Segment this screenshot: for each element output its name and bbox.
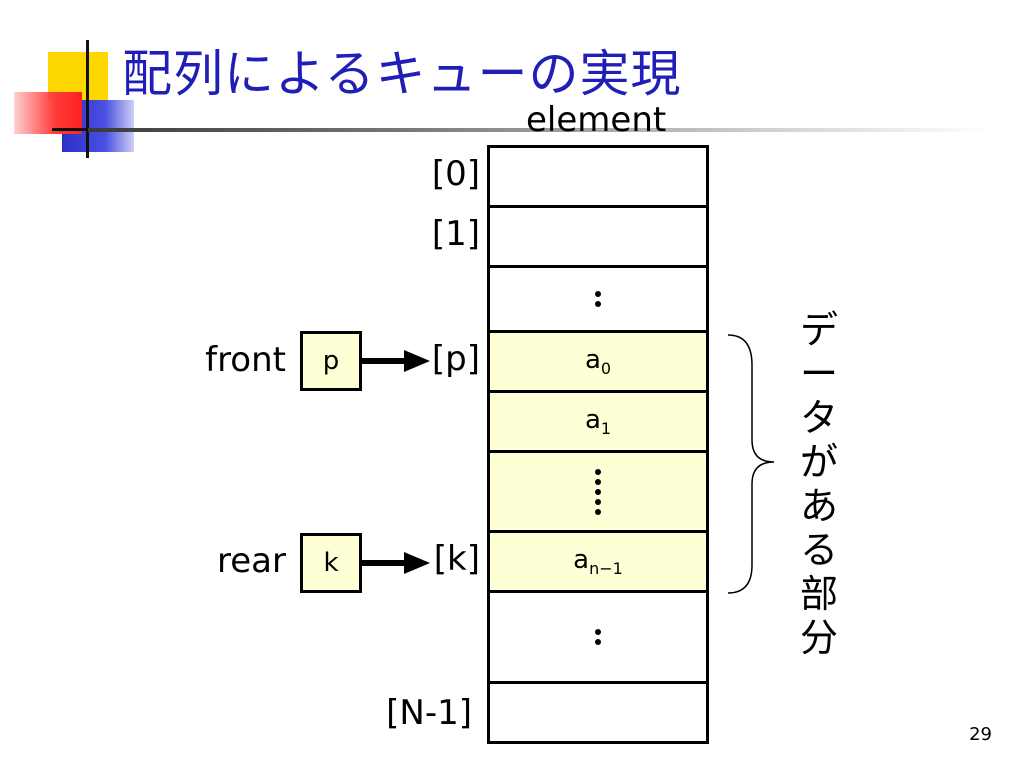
ellipsis-dot <box>595 291 601 297</box>
rear-pointer-value: k <box>323 548 339 578</box>
annotation-char: 分 <box>799 616 838 660</box>
index-label-front: [p] <box>431 339 480 379</box>
array-cell-front-next: a1 <box>487 390 709 453</box>
ellipsis-dot <box>595 468 601 475</box>
ellipsis-dot <box>595 301 601 307</box>
annotation-char: 部 <box>799 572 838 616</box>
ellipsis-data <box>595 468 601 515</box>
logo-horizontal-line <box>52 128 92 131</box>
rear-label: rear <box>217 541 286 581</box>
page-number: 29 <box>969 724 992 745</box>
logo-red-square <box>14 92 82 134</box>
ellipsis-dot <box>595 498 601 505</box>
ellipsis-bottom <box>595 629 601 645</box>
ellipsis-dot <box>595 629 601 635</box>
front-pointer-box: p <box>300 331 362 391</box>
array-cell-last <box>487 681 709 744</box>
index-label-last: [N-1] <box>386 693 472 733</box>
rear-pointer-box: k <box>300 533 362 593</box>
annotation-char: デ <box>799 308 838 352</box>
array-cell-data-gap <box>487 450 709 533</box>
index-label-1: [1] <box>431 214 480 254</box>
front-pointer-value: p <box>322 346 340 376</box>
annotation-char: が <box>799 440 838 484</box>
element-a0: a0 <box>584 344 612 379</box>
data-range-brace <box>727 334 775 594</box>
element-a1: a1 <box>584 404 612 439</box>
title-underline <box>88 128 988 132</box>
data-range-annotation: デ ー タ が あ る 部 分 <box>796 308 842 660</box>
array-cell-gap-top <box>487 265 709 333</box>
annotation-char: あ <box>799 484 838 528</box>
ellipsis-dot <box>595 639 601 645</box>
slide-title: 配列によるキューの実現 <box>122 45 682 103</box>
array-header: element <box>526 100 667 140</box>
ellipsis-top <box>595 291 601 307</box>
ellipsis-dot <box>595 488 601 495</box>
annotation-char: タ <box>799 396 838 440</box>
rear-arrow <box>362 552 430 574</box>
element-an-1: an−1 <box>573 544 623 579</box>
logo-vertical-line <box>86 40 89 158</box>
front-arrow <box>362 350 430 372</box>
annotation-char: る <box>799 528 838 572</box>
array-cell-0 <box>487 145 709 208</box>
ellipsis-dot <box>595 508 601 515</box>
annotation-char: ー <box>799 352 838 396</box>
front-label: front <box>205 340 286 380</box>
index-label-0: [0] <box>431 154 480 194</box>
index-label-rear: [k] <box>433 539 480 579</box>
ellipsis-dot <box>595 478 601 485</box>
